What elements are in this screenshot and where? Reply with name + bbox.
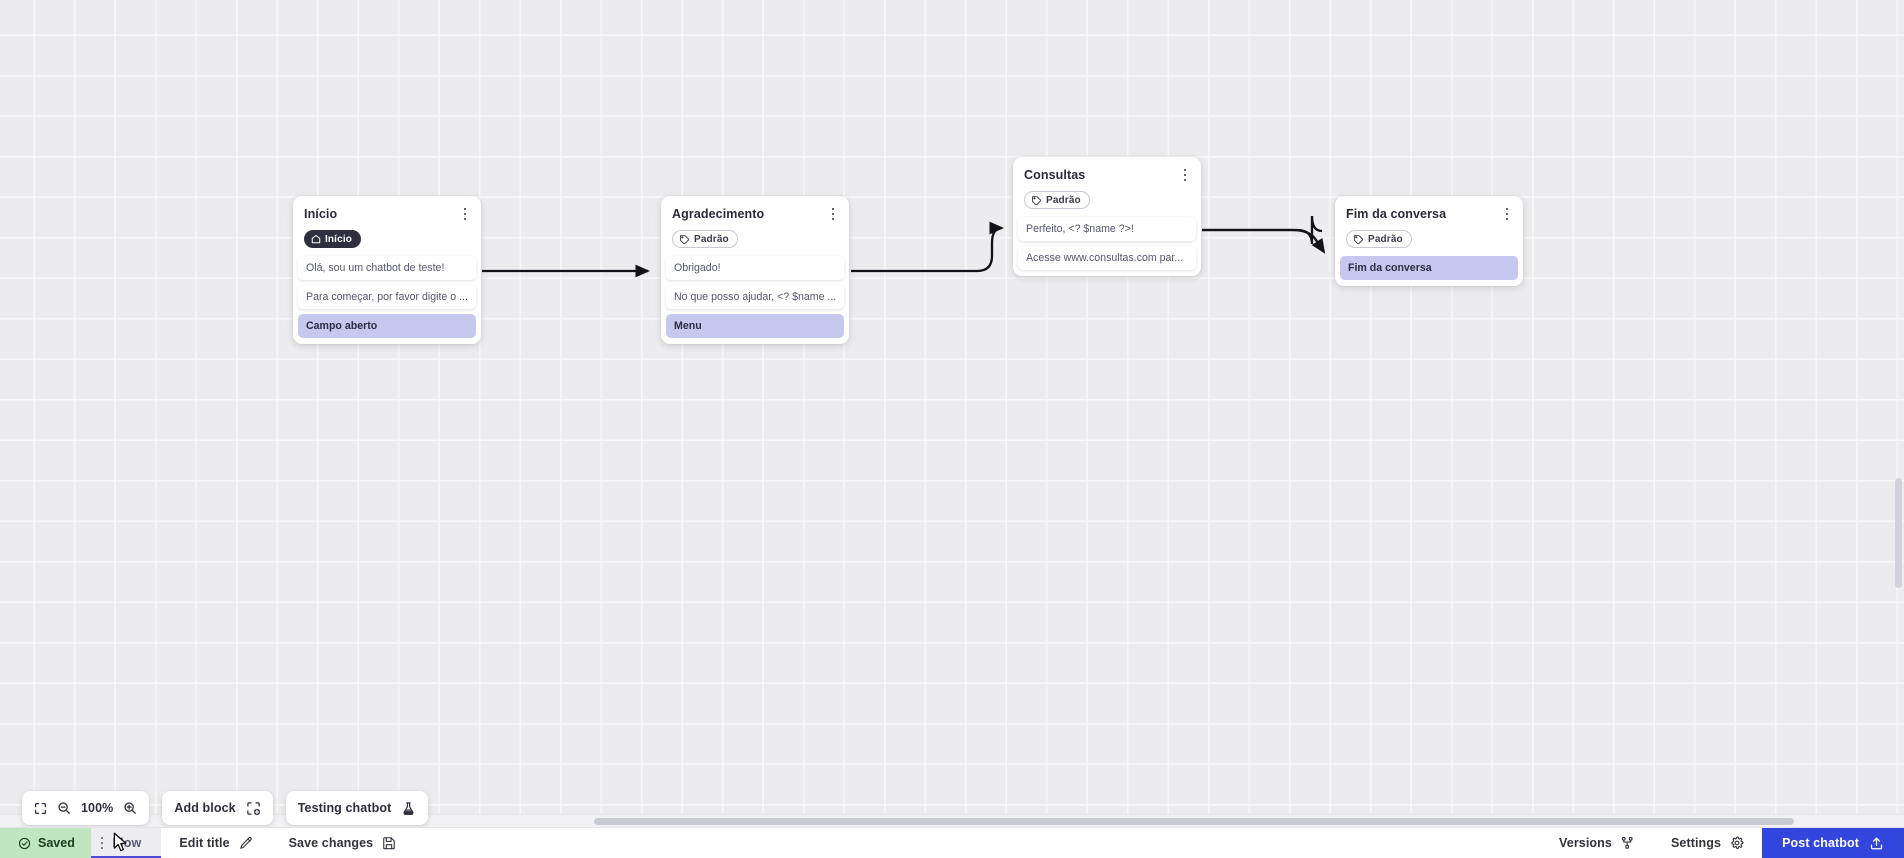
versions-button[interactable]: Versions bbox=[1541, 828, 1653, 858]
node-rows: Fim da conversa bbox=[1335, 256, 1523, 280]
home-badge[interactable]: Início bbox=[304, 230, 362, 248]
tag-icon bbox=[679, 234, 690, 244]
bottom-bar-left: Saved Flow Edit title Save changes bbox=[0, 828, 414, 858]
add-block-button[interactable]: Add block bbox=[162, 791, 273, 825]
node-badges: Padrão bbox=[1013, 184, 1201, 217]
tag-badge[interactable]: Padrão bbox=[1346, 230, 1412, 248]
check-circle-icon bbox=[18, 837, 31, 849]
tag-badge-label: Padrão bbox=[1368, 233, 1403, 245]
node-menu-icon[interactable] bbox=[1500, 205, 1514, 223]
zoom-controls: 100% bbox=[22, 791, 150, 825]
node-header: Fim da conversa bbox=[1335, 196, 1523, 223]
node-row-message[interactable]: Perfeito, <? $name ?>! bbox=[1018, 217, 1196, 241]
bottom-bar-right: Versions Settings Post chatbot bbox=[1541, 828, 1904, 858]
node-rows: Olá, sou um chatbot de teste! Para começ… bbox=[293, 256, 481, 338]
node-title: Agradecimento bbox=[672, 207, 765, 221]
pencil-icon bbox=[239, 836, 252, 849]
flow-node-consultas[interactable]: Consultas Padrão Perfeito, <? $name ?>! … bbox=[1013, 157, 1201, 276]
save-disk-icon bbox=[383, 837, 396, 850]
upload-icon bbox=[1870, 837, 1883, 849]
tag-badge-label: Padrão bbox=[694, 233, 729, 245]
gear-icon bbox=[1731, 836, 1744, 850]
fit-screen-icon[interactable] bbox=[34, 802, 47, 815]
edit-title-button[interactable]: Edit title bbox=[161, 828, 270, 858]
drag-handle-icon[interactable] bbox=[100, 836, 104, 850]
versions-label: Versions bbox=[1559, 836, 1612, 850]
post-chatbot-button[interactable]: Post chatbot bbox=[1762, 828, 1904, 858]
canvas-toolbar: 100% Add block bbox=[22, 791, 429, 825]
node-menu-icon[interactable] bbox=[458, 205, 472, 223]
zoom-out-icon[interactable] bbox=[57, 801, 71, 815]
edge-consultas-fim bbox=[1202, 215, 1323, 245]
save-changes-label: Save changes bbox=[288, 836, 374, 850]
add-block-icon bbox=[246, 801, 261, 816]
node-title: Fim da conversa bbox=[1346, 207, 1447, 221]
edit-title-label: Edit title bbox=[179, 836, 230, 850]
mouse-cursor bbox=[113, 832, 127, 852]
flow-node-agradecimento[interactable]: Agradecimento Padrão Obrigado! No que po… bbox=[661, 196, 849, 344]
node-rows: Obrigado! No que posso ajudar, <? $name … bbox=[661, 256, 849, 338]
add-block-label: Add block bbox=[174, 801, 236, 815]
canvas-vertical-scrollbar[interactable] bbox=[1895, 478, 1902, 588]
settings-label: Settings bbox=[1670, 836, 1722, 850]
edge-consultas-fim-tail bbox=[1202, 228, 1326, 254]
node-row-action[interactable]: Fim da conversa bbox=[1340, 256, 1518, 280]
home-icon bbox=[311, 234, 321, 244]
node-row-action[interactable]: Campo aberto bbox=[298, 314, 476, 338]
node-menu-icon[interactable] bbox=[1178, 166, 1192, 184]
post-chatbot-label: Post chatbot bbox=[1782, 836, 1859, 850]
branch-icon bbox=[1621, 836, 1633, 849]
node-title: Início bbox=[304, 207, 338, 221]
flow-node-inicio[interactable]: Início Início Olá, sou um chatbot de tes… bbox=[293, 196, 481, 344]
tag-icon bbox=[1031, 195, 1042, 205]
node-row-message[interactable]: Olá, sou um chatbot de teste! bbox=[298, 256, 476, 280]
node-row-message[interactable]: Obrigado! bbox=[666, 256, 844, 280]
zoom-level-label: 100% bbox=[81, 801, 114, 815]
node-row-message[interactable]: No que posso ajudar, <? $name ... bbox=[666, 285, 844, 309]
node-header: Consultas bbox=[1013, 157, 1201, 184]
zoom-in-icon[interactable] bbox=[123, 801, 137, 815]
node-row-action[interactable]: Menu bbox=[666, 314, 844, 338]
tag-badge-label: Padrão bbox=[1046, 194, 1081, 206]
node-header: Início bbox=[293, 196, 481, 223]
node-menu-icon[interactable] bbox=[826, 205, 840, 223]
status-badge-saved: Saved bbox=[0, 828, 91, 858]
node-row-message[interactable]: Para começar, por favor digite o ... bbox=[298, 285, 476, 309]
edge-agradecimento-consultas bbox=[851, 221, 1005, 273]
testing-chatbot-label: Testing chatbot bbox=[297, 801, 392, 815]
tag-badge[interactable]: Padrão bbox=[1024, 191, 1090, 209]
node-badges: Padrão bbox=[661, 223, 849, 256]
flow-canvas[interactable]: Início Início Olá, sou um chatbot de tes… bbox=[0, 0, 1904, 828]
node-title: Consultas bbox=[1024, 168, 1086, 182]
flow-node-fim-da-conversa[interactable]: Fim da conversa Padrão Fim da conversa bbox=[1335, 196, 1523, 286]
node-badges: Início bbox=[293, 223, 481, 256]
save-changes-button[interactable]: Save changes bbox=[271, 828, 415, 858]
tag-icon bbox=[1353, 234, 1364, 244]
node-header: Agradecimento bbox=[661, 196, 849, 223]
settings-button[interactable]: Settings bbox=[1653, 828, 1762, 858]
edge-layer bbox=[482, 215, 1326, 278]
canvas-horizontal-scrollbar[interactable] bbox=[0, 814, 1904, 828]
flask-icon bbox=[401, 801, 416, 816]
node-rows: Perfeito, <? $name ?>! Acesse www.consul… bbox=[1013, 217, 1201, 270]
saved-label: Saved bbox=[38, 836, 75, 850]
testing-chatbot-button[interactable]: Testing chatbot bbox=[285, 791, 429, 825]
scrollbar-thumb[interactable] bbox=[594, 818, 1794, 825]
node-badges: Padrão bbox=[1335, 223, 1523, 256]
bottom-bar: Saved Flow Edit title Save changes bbox=[0, 827, 1904, 858]
home-badge-label: Início bbox=[325, 233, 353, 245]
node-row-message[interactable]: Acesse www.consultas.com par... bbox=[1018, 246, 1196, 270]
tag-badge[interactable]: Padrão bbox=[672, 230, 738, 248]
